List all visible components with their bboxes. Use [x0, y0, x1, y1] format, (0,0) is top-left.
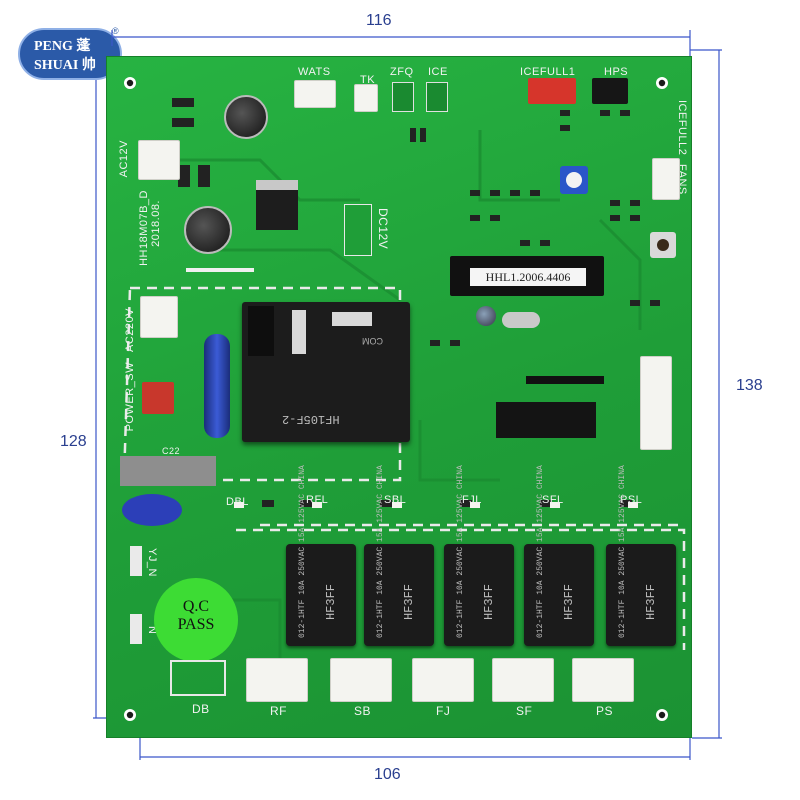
- n-terminal: [130, 614, 142, 644]
- potentiometer: [560, 166, 588, 194]
- driver-chip: [496, 402, 596, 438]
- dc12v-label: DC12V: [376, 208, 390, 250]
- db-label: DB: [192, 702, 210, 716]
- n-label: N: [146, 626, 158, 635]
- relay-4-text: 012-1HTF 10A 250VAC 15A 125VAC CHINA: [536, 465, 545, 638]
- rf-label: RF: [270, 704, 287, 718]
- dimension-right: 138: [736, 377, 763, 394]
- wats-connector: [294, 80, 336, 108]
- main-relay: COM HF105F-2: [242, 302, 410, 442]
- relay-5: 012-1HTF 10A 250VAC 15A 125VAC CHINA HF3…: [606, 465, 676, 646]
- varistor: [122, 494, 182, 526]
- fuse-capacitor: [204, 334, 230, 438]
- fj-connector: [412, 658, 474, 702]
- dimension-top: 116: [366, 12, 392, 29]
- microcontroller-chip: HHL1.2006.4406: [450, 256, 604, 296]
- dc12v-connector: [344, 204, 372, 256]
- chip-label-text: HHL1.2006.4406: [485, 270, 571, 284]
- tactile-switch: [650, 232, 676, 258]
- icefull1-label: ICEFULL1: [520, 66, 576, 78]
- capacitor-3: [476, 306, 496, 326]
- voltage-regulator: [256, 180, 298, 230]
- relay-3-text: 012-1HTF 10A 250VAC 15A 125VAC CHINA: [456, 465, 465, 638]
- c22-label: C22: [162, 446, 181, 456]
- icefull1-connector: [528, 78, 576, 104]
- yj-n-label: YJ_N: [146, 548, 158, 577]
- dbl-label: DBL: [226, 496, 249, 508]
- qc-pass-sticker: Q.C PASS: [154, 578, 238, 662]
- ice-label: ICE: [428, 66, 448, 78]
- chip-label: HHL1.2006.4406: [470, 268, 586, 286]
- power-sw-connector: [142, 382, 174, 414]
- rf-connector: [246, 658, 308, 702]
- date-label: 2018.08.: [150, 200, 162, 247]
- zfq-connector: [392, 82, 414, 112]
- tk-label: TK: [360, 74, 376, 86]
- fans-connector: [652, 158, 680, 200]
- rfl-label: RFL: [306, 494, 329, 506]
- ac12v-connector: [138, 140, 180, 180]
- thermistor: [120, 456, 216, 486]
- relay-2: 012-1HTF 10A 250VAC 15A 125VAC CHINA HF3…: [364, 465, 434, 646]
- sf-connector: [492, 658, 554, 702]
- header-strip: [526, 376, 604, 384]
- wats-label: WATS: [298, 66, 331, 78]
- logo-line-1: PENG 蓬: [34, 39, 91, 54]
- tk-connector: [354, 84, 378, 112]
- relay-5-model: HF3FF: [644, 584, 658, 621]
- qc-line-2: PASS: [177, 616, 215, 633]
- power-sw-label: POWER_SW: [124, 362, 136, 432]
- capacitor-1: [224, 95, 268, 139]
- dimension-bottom: 106: [374, 766, 401, 783]
- zfq-label: ZFQ: [390, 66, 414, 78]
- hps-label: HPS: [604, 66, 629, 78]
- white-stripe: [186, 268, 254, 272]
- ac12v-label: AC12V: [118, 140, 130, 178]
- qc-line-1: Q.C: [182, 598, 210, 615]
- db-terminal: [170, 660, 226, 696]
- sf-label: SF: [516, 704, 533, 718]
- relay-3: 012-1HTF 10A 250VAC 15A 125VAC CHINA HF3…: [444, 465, 514, 646]
- hps-connector: [592, 78, 628, 104]
- sb-connector: [330, 658, 392, 702]
- sbl-label: SBL: [384, 494, 407, 506]
- relay-1: 012-1HTF 10A 250VAC 15A 125VAC CHINA HF3…: [286, 465, 356, 646]
- psl-label: PSL: [620, 494, 643, 506]
- sb-label: SB: [354, 704, 372, 718]
- yj-n-terminal: [130, 546, 142, 576]
- ps-connector: [572, 658, 634, 702]
- ac220v-label: AC220V: [124, 308, 136, 352]
- main-relay-model: HF105F-2: [282, 412, 340, 426]
- logo-line-2: SHUAI 帅: [34, 58, 96, 73]
- relay-1-text: 012-1HTF 10A 250VAC 15A 125VAC CHINA: [298, 465, 307, 638]
- relay-2-text: 012-1HTF 10A 250VAC 15A 125VAC CHINA: [376, 465, 385, 638]
- relay-1-model: HF3FF: [324, 584, 338, 621]
- capacitor-2: [184, 206, 232, 254]
- icefull2-label: ICEFULL2: [676, 100, 688, 156]
- relay-3-model: HF3FF: [482, 584, 496, 621]
- ice-connector: [426, 82, 448, 112]
- brand-logo: PENG 蓬 SHUAI 帅 ®: [18, 26, 122, 80]
- fj-label: FJ: [436, 704, 451, 718]
- ac220v-connector: [140, 296, 178, 338]
- relay-2-model: HF3FF: [402, 584, 416, 621]
- registered-mark: ®: [112, 26, 119, 36]
- ps-label: PS: [596, 704, 614, 718]
- signal-connector: [640, 356, 672, 450]
- main-relay-com: COM: [362, 336, 383, 346]
- fjl-label: FJL: [462, 494, 482, 506]
- model-label: HH18M07B_D: [138, 190, 150, 266]
- relay-4-model: HF3FF: [562, 584, 576, 621]
- crystal: [502, 312, 540, 328]
- relay-4: 012-1HTF 10A 250VAC 15A 125VAC CHINA HF3…: [524, 465, 594, 646]
- dimension-left: 128: [60, 433, 87, 450]
- sfl-label: SFL: [542, 494, 564, 506]
- relay-5-text: 012-1HTF 10A 250VAC 15A 125VAC CHINA: [618, 465, 627, 638]
